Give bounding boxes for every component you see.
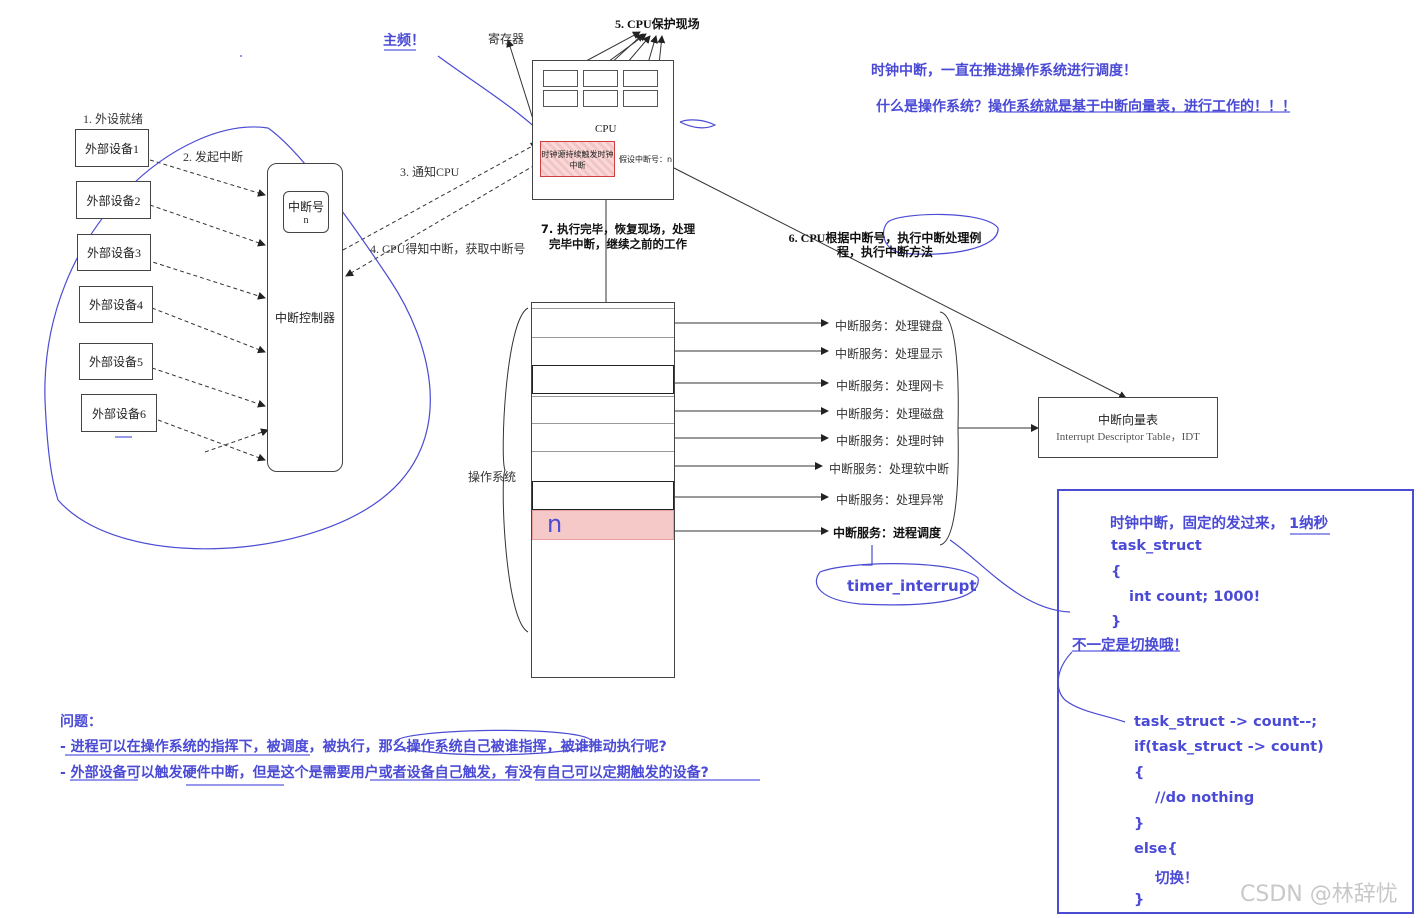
os-row-1: [532, 308, 674, 336]
clock-source-box: 时钟源持续触发时钟中断: [540, 141, 615, 177]
os-row-6: [532, 451, 674, 479]
blue-timer-circle: [815, 563, 979, 606]
code-line-5: }: [1111, 614, 1122, 630]
interrupt-number-label: 中断号: [287, 200, 324, 214]
register-5: [583, 90, 618, 107]
step3-label: 3. 通知CPU: [400, 165, 460, 179]
service-exception[interactable]: 中断服务：处理异常: [836, 493, 945, 507]
blue-timer-tail: [862, 545, 873, 566]
os-brace: [502, 307, 529, 633]
blue-q-circle: [394, 729, 593, 756]
arrow-device2: [149, 204, 266, 247]
idt-title: 中断向量表: [1097, 413, 1158, 427]
note-line-2: 什么是操作系统？操作系统就是基于中断向量表，进行工作的！！！: [876, 99, 1296, 115]
os-memory-stack[interactable]: [531, 302, 675, 678]
cpu-label: CPU: [595, 123, 617, 135]
blue-big-loop: [44, 126, 431, 550]
service-clock[interactable]: 中断服务：处理时钟: [836, 434, 945, 448]
code-note-box: [1057, 489, 1414, 914]
code-line-11: }: [1134, 816, 1145, 832]
controller-name: 中断控制器: [275, 311, 336, 325]
service-scheduler[interactable]: 中断服务：进程调度: [833, 526, 942, 540]
blue-note-curve: [1057, 651, 1126, 723]
os-row-7: [532, 481, 674, 510]
service-keyboard[interactable]: 中断服务：处理键盘: [835, 319, 944, 333]
code-line-4: int count; 1000!: [1129, 589, 1261, 605]
arrow-device3: [139, 257, 266, 300]
device-3[interactable]: 外部设备3: [77, 234, 151, 271]
os-row-4: [532, 396, 674, 424]
arrow-to-controller-bottom: [204, 428, 269, 453]
arrow-device6: [157, 419, 266, 462]
code-line-2: task_struct: [1111, 538, 1202, 554]
os-label: 操作系统: [468, 470, 517, 484]
registers-label: 寄存器: [488, 32, 525, 46]
device-4[interactable]: 外部设备4: [79, 286, 153, 323]
main-frequency-note: 主频！: [383, 33, 425, 49]
question-1: - 进程可以在操作系统的指挥下，被调度，被执行，那么操作系统自己被谁指挥，被谁推…: [60, 739, 667, 755]
code-line-14: }: [1134, 892, 1145, 908]
code-line-13: 切换！: [1155, 871, 1199, 887]
code-line-9: {: [1134, 765, 1145, 781]
arrow-notify-cpu: [342, 142, 539, 251]
service-display[interactable]: 中断服务：处理显示: [835, 347, 944, 361]
blue-step6-circle: [882, 213, 999, 255]
interrupt-vector-table[interactable]: 中断向量表 Interrupt Descriptor Table，IDT: [1038, 397, 1218, 458]
service-network[interactable]: 中断服务：处理网卡: [836, 379, 945, 393]
interrupt-number-box: 中断号 n: [283, 191, 329, 233]
note-line-1: 时钟中断，一直在推进操作系统进行调度！: [871, 63, 1137, 79]
register-1: [543, 70, 578, 87]
os-row-5: [532, 423, 674, 451]
register-3: [623, 70, 658, 87]
code-line-6: 不一定是切换哦！: [1072, 638, 1188, 654]
step4-label: 4. CPU得知中断，获取中断号: [370, 242, 526, 256]
watermark: CSDN @林辞忧: [1240, 882, 1398, 907]
service-softirq[interactable]: 中断服务：处理软中断: [829, 462, 950, 476]
step5-label: 5. CPU保护现场: [615, 17, 700, 31]
timer-interrupt-label: timer_interrupt: [847, 577, 977, 595]
register-2: [583, 70, 618, 87]
os-row-scheduler: n: [532, 510, 674, 540]
arrow-get-number: [345, 164, 536, 277]
arrow-cpu-to-idt: [673, 167, 1127, 399]
os-row-2: [532, 337, 674, 365]
n-mark: n: [547, 510, 563, 538]
arrow-device1: [149, 159, 266, 197]
register-6: [623, 90, 658, 107]
code-line-10: //do nothing: [1155, 790, 1255, 806]
interrupt-controller[interactable]: 中断号 n 中断控制器: [267, 163, 343, 472]
blue-to-note: [949, 539, 1071, 613]
interrupt-number-value: n: [303, 215, 309, 226]
register-4: [543, 90, 578, 107]
question-2: - 外部设备可以触发硬件中断，但是这个是需要用户或者设备自己触发，有没有自己可以…: [60, 765, 709, 781]
idt-subtitle: Interrupt Descriptor Table，IDT: [1056, 431, 1200, 443]
device-5[interactable]: 外部设备5: [79, 343, 153, 380]
os-row-3: [532, 365, 674, 394]
code-line-3: {: [1111, 564, 1122, 580]
questions-title: 问题：: [60, 714, 102, 730]
step2-label: 2. 发起中断: [183, 150, 244, 164]
step1-label: 1. 外设就绪: [83, 112, 144, 126]
device-6[interactable]: 外部设备6: [81, 394, 157, 432]
device-2[interactable]: 外部设备2: [76, 181, 151, 219]
step7-label: 7. 执行完毕，恢复现场，处理完毕中断，继续之前的工作: [540, 222, 696, 251]
service-disk[interactable]: 中断服务：处理磁盘: [836, 407, 945, 421]
blue-cpu-tail: [679, 119, 717, 129]
code-line-7: task_struct -> count--;: [1134, 714, 1318, 730]
step6-label: 6. CPU根据中断号，执行中断处理例程，执行中断方法: [788, 231, 982, 259]
arrow-device4: [151, 307, 266, 354]
services-brace: [939, 311, 959, 546]
code-line-8: if(task_struct -> count): [1134, 739, 1324, 755]
assume-number-label: 假设中断号：n: [619, 155, 673, 164]
code-line-1: 时钟中断，固定的发过来， 1纳秒: [1110, 516, 1329, 532]
arrow-device5: [151, 367, 266, 408]
code-line-12: else{: [1134, 841, 1178, 857]
cpu-box[interactable]: CPU 时钟源持续触发时钟中断 假设中断号：n: [532, 60, 674, 200]
device-1[interactable]: 外部设备1: [75, 129, 149, 167]
